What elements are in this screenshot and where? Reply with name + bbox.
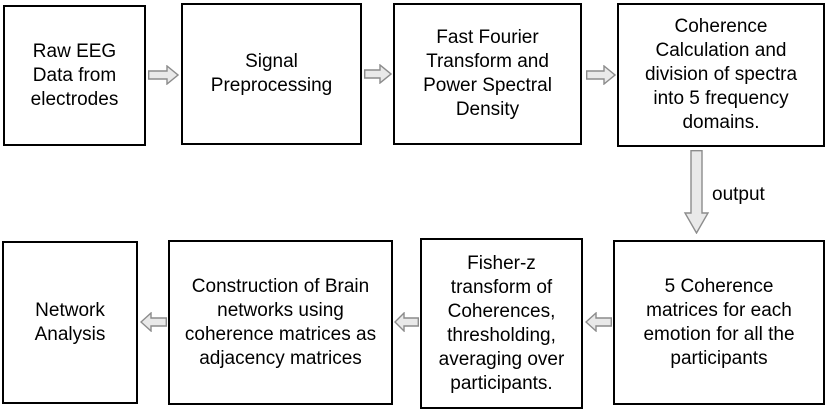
arrow-right-shape bbox=[148, 65, 179, 85]
arrow-fisherz-to-networks-icon bbox=[394, 312, 419, 332]
node-brain-network-construction: Construction of Brain networks using coh… bbox=[168, 240, 393, 405]
node-signal-preprocessing-label: Signal Preprocessing bbox=[210, 51, 333, 96]
output-arrow-label: output bbox=[712, 184, 765, 205]
arrow-down-shape bbox=[683, 150, 710, 234]
arrow-left-shape bbox=[140, 312, 167, 332]
arrow-right-shape bbox=[586, 65, 616, 85]
node-coherence-calculation-label: Coherence Calculation and division of sp… bbox=[644, 16, 798, 133]
node-fisher-z-transform-label: Fisher-z transform of Coherences, thresh… bbox=[438, 252, 565, 394]
arrow-coherence-output-down-icon bbox=[683, 150, 710, 234]
node-brain-network-construction-label: Construction of Brain networks using coh… bbox=[184, 275, 377, 369]
arrow-left-shape bbox=[585, 312, 612, 332]
node-network-analysis-label: Network Analysis bbox=[34, 299, 106, 345]
arrow-networks-to-analysis-icon bbox=[140, 312, 167, 332]
node-fft-psd-label: Fast Fourier Transform and Power Spectra… bbox=[423, 27, 552, 120]
node-fisher-z-transform: Fisher-z transform of Coherences, thresh… bbox=[420, 238, 583, 409]
node-raw-eeg-data: Raw EEG Data from electrodes bbox=[3, 5, 146, 146]
node-coherence-matrices-label: 5 Coherence matrices for each emotion fo… bbox=[643, 275, 795, 369]
node-raw-eeg-data-label: Raw EEG Data from electrodes bbox=[30, 40, 119, 110]
node-network-analysis: Network Analysis bbox=[2, 241, 138, 404]
arrow-fft-to-coherence-icon bbox=[586, 65, 616, 85]
arrow-raw-to-preprocessing-icon bbox=[148, 65, 179, 85]
node-fft-psd: Fast Fourier Transform and Power Spectra… bbox=[393, 3, 582, 145]
node-coherence-calculation: Coherence Calculation and division of sp… bbox=[617, 3, 825, 147]
arrow-preprocessing-to-fft-icon bbox=[364, 64, 392, 84]
arrow-right-shape bbox=[364, 64, 392, 84]
arrow-matrices-to-fisherz-icon bbox=[585, 312, 612, 332]
node-coherence-matrices: 5 Coherence matrices for each emotion fo… bbox=[613, 240, 825, 405]
node-signal-preprocessing: Signal Preprocessing bbox=[181, 3, 362, 145]
arrow-left-shape bbox=[394, 312, 419, 332]
